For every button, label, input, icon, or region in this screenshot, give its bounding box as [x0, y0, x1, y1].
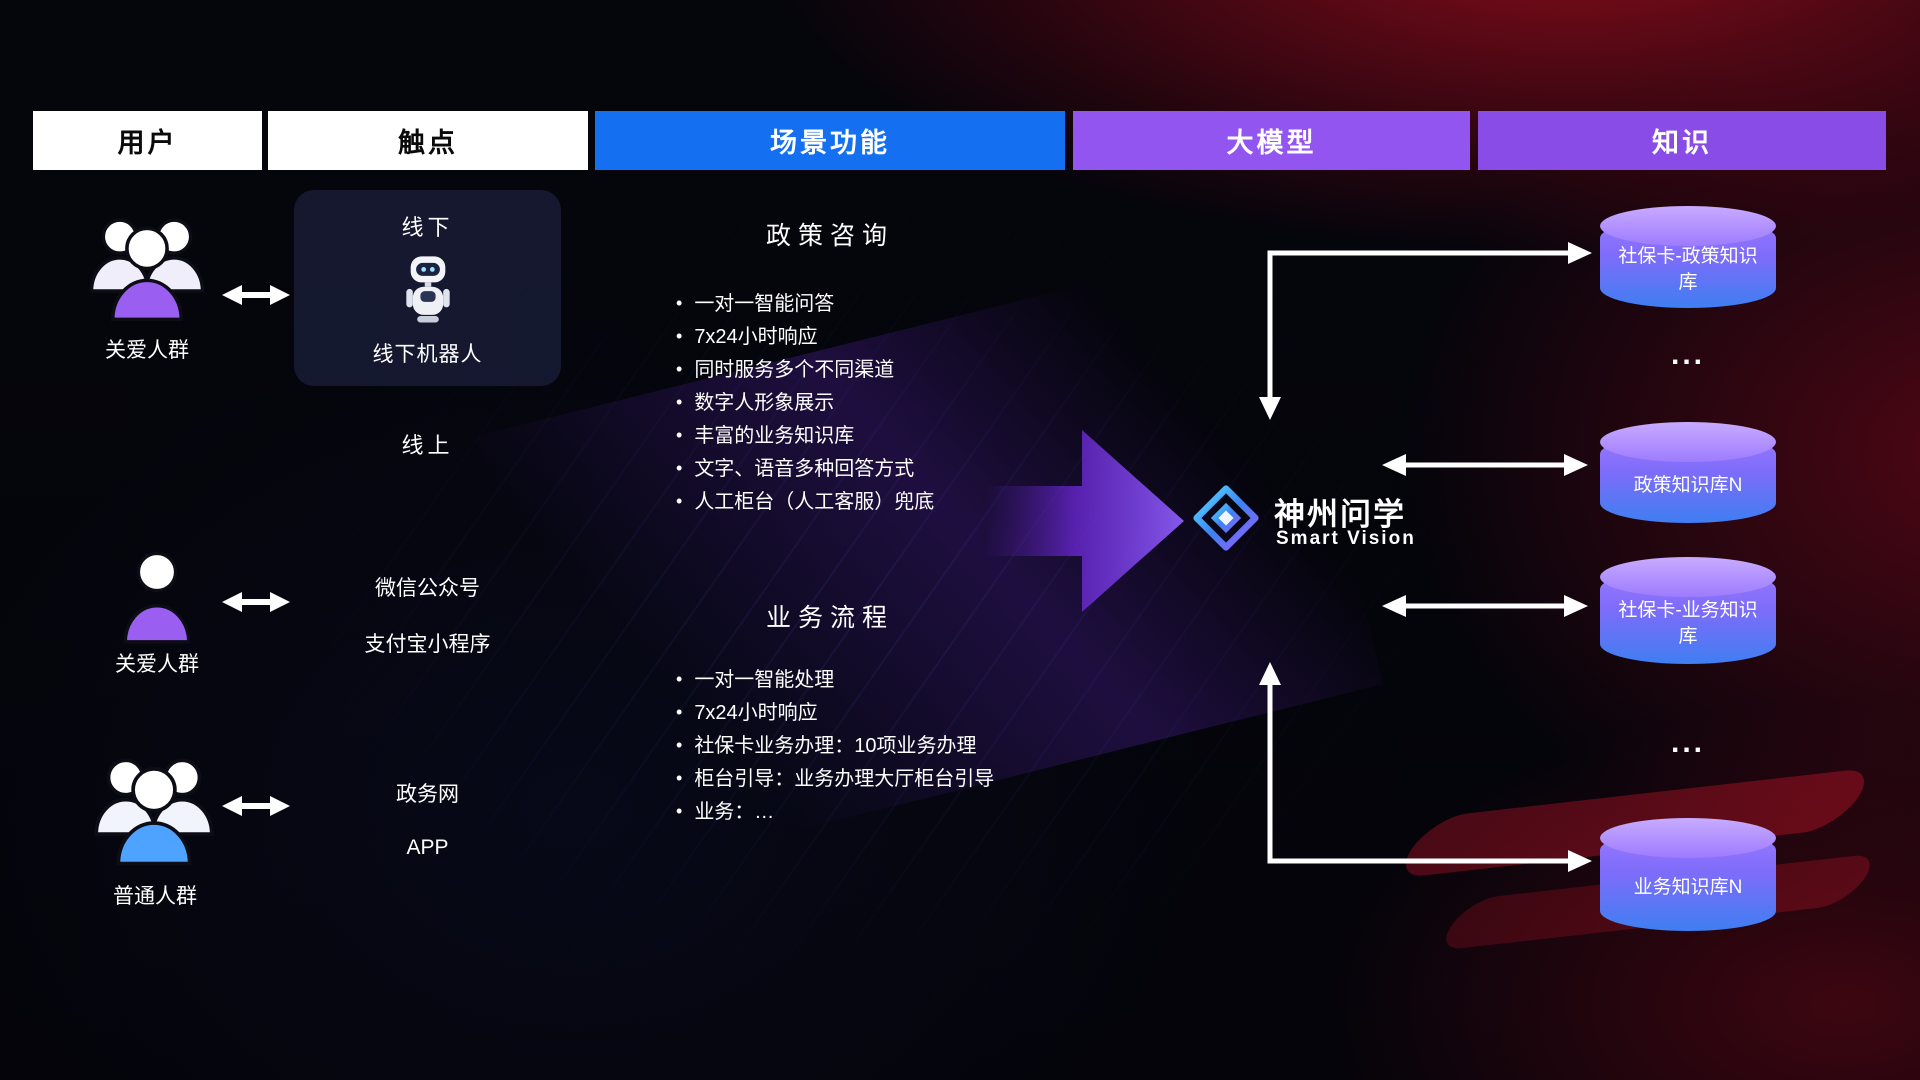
knowledge-db-label: 社保卡-政策知识库 — [1618, 246, 1758, 293]
policy-feature-item: 7x24小时响应 — [676, 321, 934, 354]
brand-subtitle: Smart Vision — [1276, 528, 1416, 549]
knowledge-db-sscard-policy: 社保卡-政策知识库 — [1600, 206, 1776, 308]
touchpoint-wechat: 微信公众号 — [375, 577, 480, 600]
header-touchpoints-label: 触点 — [398, 128, 458, 158]
knowledge-db-label: 业务知识库N — [1633, 876, 1743, 898]
cylinder-lid — [1600, 422, 1776, 462]
header-users: 用户 — [33, 111, 262, 170]
single-person-icon — [123, 551, 191, 644]
business-feature-list: 一对一智能处理 7x24小时响应 社保卡业务办理：10项业务办理 柜台引导：业务… — [676, 664, 994, 829]
group-people-icon — [89, 218, 205, 322]
knowledge-db-sscard-business: 社保卡-业务知识库 — [1600, 557, 1776, 664]
cylinder-lid — [1600, 206, 1776, 246]
policy-feature-item: 人工柜台（人工客服）兜底 — [676, 486, 934, 519]
header-knowledge: 知识 — [1478, 111, 1886, 170]
care-group-icon — [82, 208, 212, 326]
business-section-title: 业务流程 — [765, 604, 894, 632]
offline-title: 线下 — [401, 215, 454, 240]
header-scenes-label: 场景功能 — [770, 128, 890, 158]
business-feature-item: 7x24小时响应 — [676, 697, 994, 730]
header-scenes: 场景功能 — [595, 111, 1065, 170]
cylinder-lid — [1600, 818, 1776, 858]
touchpoint-alipay: 支付宝小程序 — [364, 633, 491, 656]
header-touchpoints: 触点 — [268, 111, 588, 170]
business-feature-item: 业务：… — [676, 796, 994, 829]
policy-feature-item: 文字、语音多种回答方式 — [676, 453, 934, 486]
offline-robot-label: 线下机器人 — [372, 343, 483, 366]
online-title: 线上 — [401, 433, 454, 458]
policy-feature-list: 一对一智能问答 7x24小时响应 同时服务多个不同渠道 数字人形象展示 丰富的业… — [676, 288, 934, 519]
header-users-label: 用户 — [117, 128, 178, 158]
header-model-label: 大模型 — [1226, 128, 1317, 158]
group-people-icon — [94, 758, 214, 866]
header-model: 大模型 — [1073, 111, 1470, 170]
business-feature-item: 柜台引导：业务办理大厅柜台引导 — [676, 763, 994, 796]
touchpoint-gov-web: 政务网 — [396, 783, 459, 806]
brand-logo — [1192, 484, 1260, 552]
knowledge-db-label: 社保卡-业务知识库 — [1618, 599, 1758, 647]
knowledge-ellipsis: ... — [1670, 726, 1705, 759]
policy-feature-item: 同时服务多个不同渠道 — [676, 354, 934, 387]
offline-touchpoint-card: 线下 线下机器人 — [294, 190, 561, 386]
knowledge-ellipsis: ... — [1670, 338, 1705, 371]
user-group-label: 普通人群 — [113, 885, 197, 908]
policy-feature-item: 数字人形象展示 — [676, 387, 934, 420]
policy-feature-item: 丰富的业务知识库 — [676, 420, 934, 453]
header-knowledge-label: 知识 — [1652, 128, 1712, 158]
knowledge-db-policy-n: 政策知识库N — [1600, 422, 1776, 523]
policy-section-title: 政策咨询 — [765, 222, 894, 250]
knowledge-db-label: 政策知识库N — [1633, 474, 1743, 496]
business-feature-item: 一对一智能处理 — [676, 664, 994, 697]
care-person-icon — [118, 548, 196, 644]
policy-feature-item: 一对一智能问答 — [676, 288, 934, 321]
touchpoint-app: APP — [406, 836, 449, 859]
general-group-icon — [86, 748, 222, 870]
logo-diamond-icon — [1193, 485, 1259, 551]
user-group-label: 关爱人群 — [115, 653, 199, 676]
robot-icon — [405, 256, 450, 323]
cylinder-lid — [1600, 557, 1776, 597]
user-group-label: 关爱人群 — [105, 339, 189, 362]
brand-name: 神州问学 — [1274, 497, 1406, 532]
business-feature-item: 社保卡业务办理：10项业务办理 — [676, 730, 994, 763]
knowledge-db-business-n: 业务知识库N — [1600, 818, 1776, 931]
